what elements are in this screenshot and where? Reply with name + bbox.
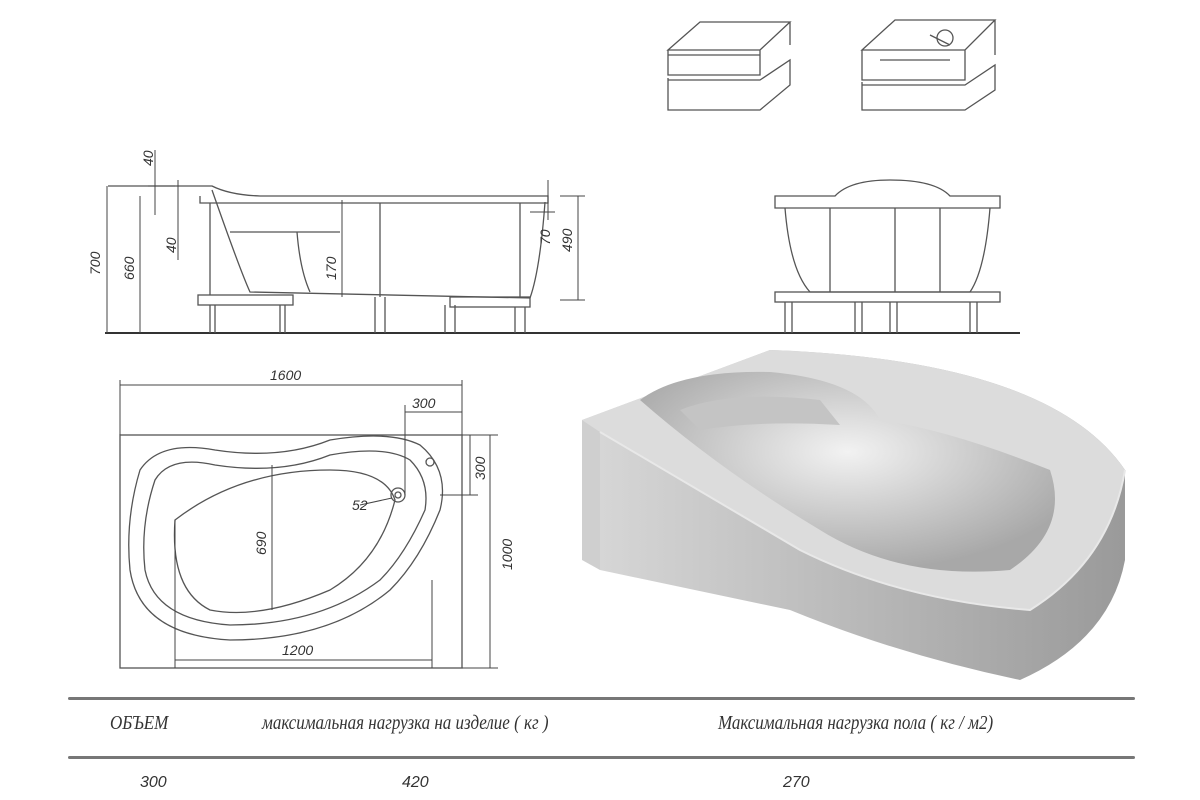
thumbnail-panel-closed (666, 21, 792, 111)
front-view (774, 179, 1001, 333)
header-max-load-product: максимальная нагрузка на изделие ( кг ) (262, 712, 549, 734)
value-max-load-floor: 270 (783, 774, 810, 791)
bathtub-3d-render (582, 350, 1126, 680)
value-volume: 300 (140, 774, 167, 791)
dim-300-horizontal: 300 (412, 395, 436, 411)
table-top-rule (68, 697, 1135, 700)
dim-40: 40 (163, 237, 179, 253)
dim-52: 52 (352, 497, 368, 513)
value-max-load-product: 420 (402, 774, 429, 791)
bathtub-technical-drawing: 700 660 40 40 170 70 490 1600 300 300 52… (87, 19, 1126, 680)
dim-1200: 1200 (282, 642, 313, 658)
dim-490: 490 (559, 228, 575, 252)
plan-view: 1600 300 300 52 690 1000 1200 (119, 367, 515, 669)
dim-1000: 1000 (499, 539, 515, 570)
dim-690: 690 (253, 531, 269, 555)
dim-700: 700 (87, 251, 103, 275)
dim-40-top: 40 (140, 150, 156, 166)
dim-300-vertical: 300 (472, 456, 488, 480)
header-volume: ОБЪЕМ (110, 712, 169, 734)
dim-660: 660 (121, 256, 137, 280)
header-max-load-floor: Максимальная нагрузка пола ( кг / м2) (718, 712, 994, 734)
dim-1600: 1600 (270, 367, 301, 383)
table-middle-rule (68, 756, 1135, 759)
dim-70: 70 (537, 229, 553, 245)
dim-170: 170 (323, 256, 339, 280)
side-view: 700 660 40 40 170 70 490 (87, 150, 1020, 334)
thumbnail-panel-open (860, 19, 997, 111)
